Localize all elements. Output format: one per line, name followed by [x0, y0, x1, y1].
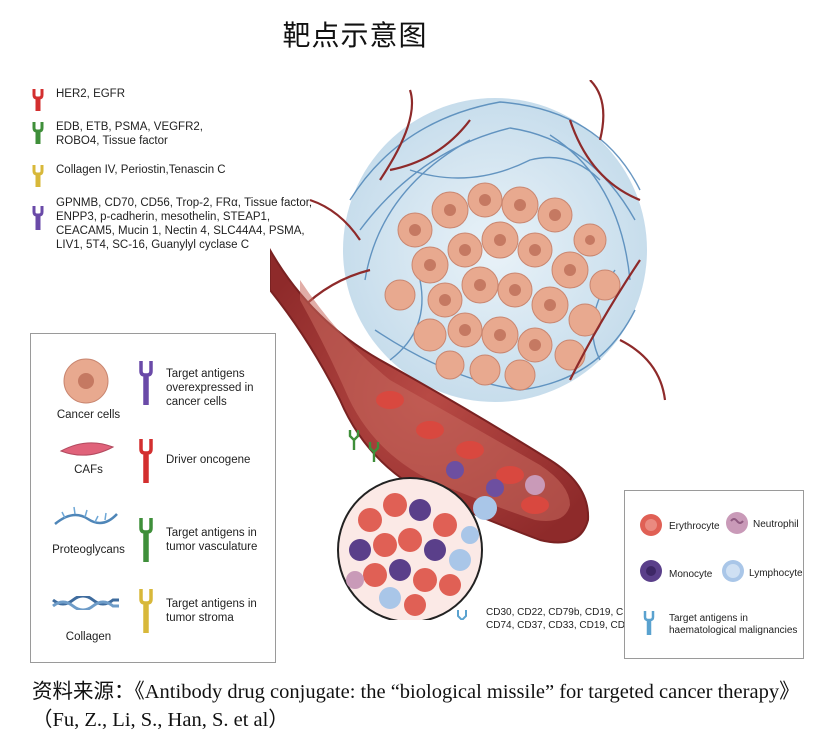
- legend-label-stroma-antigens: Target antigens in tumor stroma: [166, 598, 257, 624]
- antibody-purple-icon: [32, 206, 44, 230]
- lymphocyte-icon: [722, 560, 744, 582]
- legend-label-erythrocyte: Erythrocyte: [669, 521, 720, 532]
- heme-antibody-icon: [457, 610, 467, 620]
- legend-label-lymphocyte: Lymphocyte: [749, 568, 803, 579]
- cancer-cells: [384, 182, 621, 391]
- vessel-blood-cells: [376, 391, 549, 520]
- antigen-row-stroma: Collagen IV, Periostin,Tenascin C: [32, 163, 226, 189]
- page-title: 靶点示意图: [282, 19, 428, 52]
- antibody-green-icon: [139, 518, 153, 562]
- neutrophil-icon: [726, 512, 748, 534]
- legend-label-vasculature-antigens: Target antigens in tumor vasculature: [166, 527, 258, 553]
- legend-label-heme-antigens: Target antigens in haematological malign…: [669, 613, 798, 636]
- antigen-row-driver: HER2, EGFR: [32, 87, 125, 113]
- legend-right: Erythrocyte Neutrophil Monocyte Lymphocy…: [624, 490, 804, 659]
- cancer-cell-nuclei: [409, 194, 595, 351]
- antigen-group-text: EDB, ETB, PSMA, VEGFR2, ROBO4, Tissue fa…: [56, 121, 203, 147]
- antibody-blue-icon: [643, 611, 655, 635]
- collagen-icon: [52, 596, 119, 610]
- vessel-antibodies: [348, 430, 380, 462]
- legend-label-neutrophil: Neutrophil: [753, 519, 799, 530]
- antibody-purple-icon: [139, 361, 153, 405]
- antibody-yellow-icon: [32, 165, 44, 187]
- antibody-red-icon: [139, 439, 153, 483]
- antibody-red-icon: [32, 89, 44, 111]
- antibody-green-icon: [32, 122, 44, 144]
- legend-label-collagen: Collagen: [65, 631, 112, 643]
- cancer-cell-icon: [63, 358, 109, 404]
- legend-label-monocyte: Monocyte: [669, 569, 713, 580]
- source-note: 资料来源：《Antibody drug conjugate: the “biol…: [32, 681, 790, 731]
- caf-icon: [59, 442, 115, 456]
- antibody-yellow-icon: [139, 589, 153, 633]
- legend-left: Cancer cells CAFs Proteoglycans Collagen…: [30, 333, 276, 663]
- antigen-group-text: HER2, EGFR: [56, 88, 126, 100]
- legend-label-cafs: CAFs: [74, 464, 103, 476]
- legend-label-proteoglycans: Proteoglycans: [52, 544, 125, 556]
- proteoglycan-icon: [54, 506, 118, 525]
- legend-label-driver-oncogene: Driver oncogene: [166, 454, 251, 466]
- monocyte-icon: [640, 560, 662, 582]
- legend-label-cancer-cells: Cancer cells: [56, 409, 121, 421]
- blood-sample-cells: [346, 493, 479, 616]
- legend-label-cancer-antigens: Target antigens overexpressed in cancer …: [166, 368, 254, 408]
- vessel-lumen: [300, 280, 570, 521]
- tumor-microenvironment-illustration: [270, 80, 667, 620]
- antigen-group-text: Collagen IV, Periostin,Tenascin C: [56, 164, 226, 176]
- erythrocyte-icon: [640, 514, 662, 536]
- capillaries: [299, 80, 667, 401]
- antigen-group-text: GPNMB, CD70, CD56, Trop-2, FRα, Tissue f…: [56, 197, 313, 251]
- antigen-row-cancer: GPNMB, CD70, CD56, Trop-2, FRα, Tissue f…: [32, 196, 312, 252]
- antigen-row-vasculature: EDB, ETB, PSMA, VEGFR2, ROBO4, Tissue fa…: [32, 120, 203, 148]
- stroma-fibers: [349, 101, 641, 391]
